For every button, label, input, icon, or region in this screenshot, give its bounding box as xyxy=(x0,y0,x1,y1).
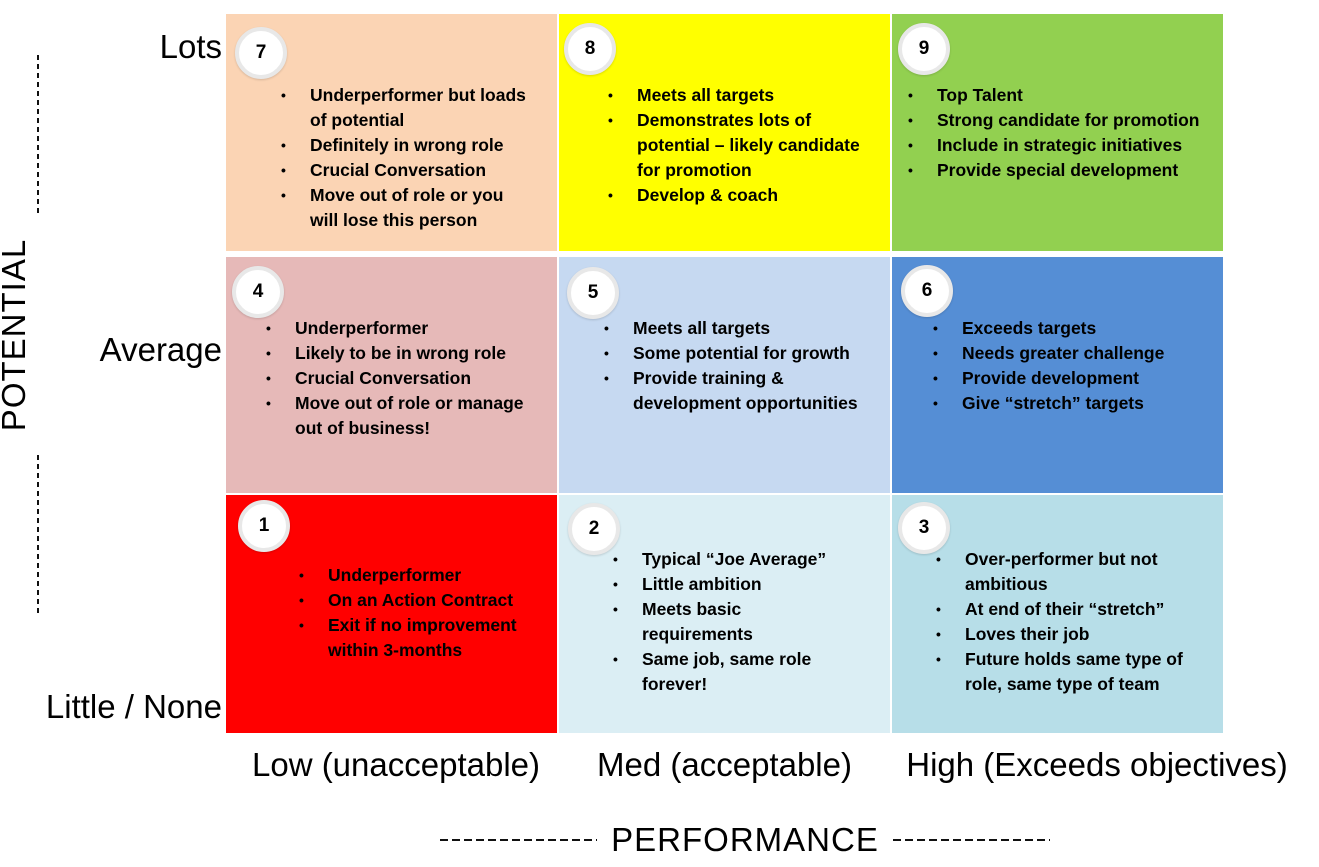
cell-bullet-item: Loves their job xyxy=(936,622,1206,647)
cell-bullet-item: Underperformer xyxy=(266,316,536,341)
cell-1: 1 UnderperformerOn an Action ContractExi… xyxy=(226,495,557,733)
cell-bullet-item: Develop & coach xyxy=(608,183,868,208)
cell-4: 4 UnderperformerLikely to be in wrong ro… xyxy=(226,257,557,493)
cell-number-badge: 2 xyxy=(568,503,620,555)
performance-axis-title: PERFORMANCE xyxy=(611,821,879,858)
cell-bullet-item: Meets all targets xyxy=(604,316,884,341)
cell-bullet-item: Strong candidate for promotion xyxy=(908,108,1208,133)
performance-axis-dash-left xyxy=(440,839,598,841)
cell-number-badge: 6 xyxy=(901,265,953,317)
performance-axis-dash-right xyxy=(892,839,1050,841)
y-level-average: Average xyxy=(99,331,222,368)
cell-bullet-item: Move out of role or manage out of busine… xyxy=(266,391,536,441)
cell-bullet-item: Crucial Conversation xyxy=(266,366,536,391)
cell-number-badge: 3 xyxy=(898,502,950,554)
cell-bullet-item: Give “stretch” targets xyxy=(933,391,1213,416)
potential-axis-dash-bottom xyxy=(37,455,39,615)
cell-bullet-list: Top TalentStrong candidate for promotion… xyxy=(908,83,1208,183)
cell-bullet-list: Meets all targetsSome potential for grow… xyxy=(604,316,884,416)
x-level-high: High (Exceeds objectives) xyxy=(906,746,1288,783)
cell-bullet-list: UnderperformerOn an Action ContractExit … xyxy=(299,563,539,663)
cell-bullet-item: Over-performer but not ambitious xyxy=(936,547,1206,597)
cell-6: 6 Exceeds targetsNeeds greater challenge… xyxy=(892,257,1223,493)
cell-bullet-item: Exit if no improvement within 3-months xyxy=(299,613,539,663)
cell-number-badge: 5 xyxy=(567,267,619,319)
cell-bullet-item: Provide development xyxy=(933,366,1213,391)
potential-axis-dash-top xyxy=(37,55,39,215)
cell-number-badge: 1 xyxy=(238,500,290,552)
cell-5: 5 Meets all targetsSome potential for gr… xyxy=(559,257,890,493)
cell-3: 3 Over-performer but not ambitiousAt end… xyxy=(892,495,1223,733)
cell-7: 7 Underperformer but loads of potentialD… xyxy=(226,14,557,251)
cell-bullet-item: At end of their “stretch” xyxy=(936,597,1206,622)
cell-bullet-item: On an Action Contract xyxy=(299,588,539,613)
x-level-med: Med (acceptable) xyxy=(597,746,852,783)
cell-bullet-item: Crucial Conversation xyxy=(281,158,531,183)
cell-bullet-item: Meets basic requirements xyxy=(613,597,853,647)
cell-bullet-item: Underperformer xyxy=(299,563,539,588)
cell-bullet-item: Typical “Joe Average” xyxy=(613,547,853,572)
cell-bullet-item: Move out of role or you will lose this p… xyxy=(281,183,531,233)
cell-bullet-item: Same job, same role forever! xyxy=(613,647,853,697)
cell-bullet-item: Provide training & development opportuni… xyxy=(604,366,884,416)
cell-bullet-list: UnderperformerLikely to be in wrong role… xyxy=(266,316,536,441)
cell-bullet-list: Over-performer but not ambitiousAt end o… xyxy=(936,547,1206,697)
cell-number-badge: 7 xyxy=(235,27,287,79)
cell-bullet-item: Definitely in wrong role xyxy=(281,133,531,158)
cell-bullet-list: Underperformer but loads of potentialDef… xyxy=(281,83,531,233)
cell-bullet-list: Exceeds targetsNeeds greater challengePr… xyxy=(933,316,1213,416)
cell-bullet-item: Demonstrates lots of potential – likely … xyxy=(608,108,868,183)
cell-number-badge: 9 xyxy=(898,23,950,75)
y-level-lots: Lots xyxy=(159,28,222,65)
cell-bullet-item: Some potential for growth xyxy=(604,341,884,366)
cell-number-badge: 8 xyxy=(564,23,616,75)
x-level-low: Low (unacceptable) xyxy=(251,746,540,783)
cell-bullet-item: Underperformer but loads of potential xyxy=(281,83,531,133)
cell-bullet-item: Future holds same type of role, same typ… xyxy=(936,647,1206,697)
cell-8: 8 Meets all targetsDemonstrates lots of … xyxy=(559,14,890,251)
cell-bullet-list: Typical “Joe Average”Little ambitionMeet… xyxy=(613,547,853,697)
y-level-little-none: Little / None xyxy=(45,688,222,725)
cell-number-badge: 4 xyxy=(232,266,284,318)
potential-axis-title: POTENTIAL xyxy=(0,238,32,432)
cell-2: 2 Typical “Joe Average”Little ambitionMe… xyxy=(559,495,890,733)
cell-bullet-item: Include in strategic initiatives xyxy=(908,133,1208,158)
cell-9: 9 Top TalentStrong candidate for promoti… xyxy=(892,14,1223,251)
cell-bullet-item: Little ambition xyxy=(613,572,853,597)
cell-bullet-item: Meets all targets xyxy=(608,83,868,108)
performance-axis: PERFORMANCE xyxy=(440,820,1050,860)
cell-bullet-item: Exceeds targets xyxy=(933,316,1213,341)
cell-bullet-item: Top Talent xyxy=(908,83,1208,108)
cell-bullet-item: Provide special development xyxy=(908,158,1208,183)
cell-bullet-list: Meets all targetsDemonstrates lots of po… xyxy=(608,83,868,208)
cell-bullet-item: Needs greater challenge xyxy=(933,341,1213,366)
cell-bullet-item: Likely to be in wrong role xyxy=(266,341,536,366)
